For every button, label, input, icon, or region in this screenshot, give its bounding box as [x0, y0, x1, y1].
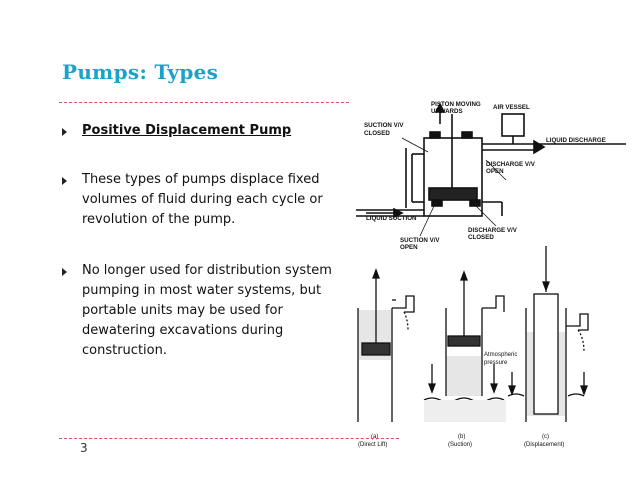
pump-a-direct-lift [357, 268, 415, 422]
label-discharge-vv-closed: DISCHARGE V/V [468, 227, 518, 234]
bullet-arrow-icon [62, 128, 67, 136]
pump-b-suction [423, 270, 506, 422]
slide-title: Pumps: Types [62, 60, 219, 84]
bullet-text: No longer used for distribution system p… [82, 263, 332, 358]
reciprocating-pump-diagram [356, 102, 626, 237]
label-open-2: OPEN [400, 244, 418, 251]
pump-cylinder [423, 137, 483, 217]
pump-c-displacement [507, 246, 589, 422]
label-liquid-suction: LIQUID SUCTION [366, 215, 417, 222]
top-diagram-labels: PISTON MOVING UPWARDS AIR VESSEL SUCTION… [364, 101, 606, 251]
air-vessel [501, 113, 525, 137]
caption-b-text: (Suction) [448, 442, 472, 448]
piston [428, 187, 478, 201]
bullet-arrow-icon [62, 268, 67, 276]
caption-b-letter: (b) [458, 434, 465, 440]
caption-a-text: (Direct Lift) [358, 442, 387, 448]
label-suction-vv: SUCTION V/V [364, 122, 404, 129]
caption-c-text: (Displacement) [524, 442, 564, 448]
bullet-text: These types of pumps displace fixed volu… [82, 172, 323, 227]
bullet-text: Positive Displacement Pump [82, 123, 292, 138]
label-discharge-vv-open: DISCHARGE V/V [486, 161, 536, 168]
label-upwards: UPWARDS [431, 108, 463, 115]
bullet-no-longer-used: No longer used for distribution system p… [62, 261, 347, 361]
title-divider [59, 102, 349, 103]
bullet-arrow-icon [62, 177, 67, 185]
bottom-diagram-labels: Atmospheric pressure [484, 352, 517, 366]
label-liquid-discharge: LIQUID DISCHARGE [546, 137, 606, 144]
caption-c-letter: (c) [542, 434, 549, 440]
label-piston-moving: PISTON MOVING [431, 101, 481, 108]
footer-divider [59, 438, 399, 439]
label-suction-vv-open: SUCTION V/V [400, 237, 440, 244]
page-number: 3 [80, 441, 88, 455]
label-air-vessel: AIR VESSEL [493, 104, 530, 111]
caption-a-letter: (a) [371, 434, 378, 440]
label-closed-2: CLOSED [468, 234, 494, 241]
bullet-positive-displacement: Positive Displacement Pump [62, 121, 347, 141]
pump-diagram: PISTON MOVING UPWARDS AIR VESSEL SUCTION… [356, 101, 626, 448]
label-closed: CLOSED [364, 130, 390, 137]
label-open: OPEN [486, 168, 504, 175]
captions: (a) (Direct Lift) (b) (Suction) (c) (Dis… [358, 434, 564, 448]
label-atmospheric: Atmospheric [484, 352, 517, 358]
label-pressure: pressure [484, 360, 508, 366]
bullet-displace-fixed: These types of pumps displace fixed volu… [62, 170, 347, 230]
